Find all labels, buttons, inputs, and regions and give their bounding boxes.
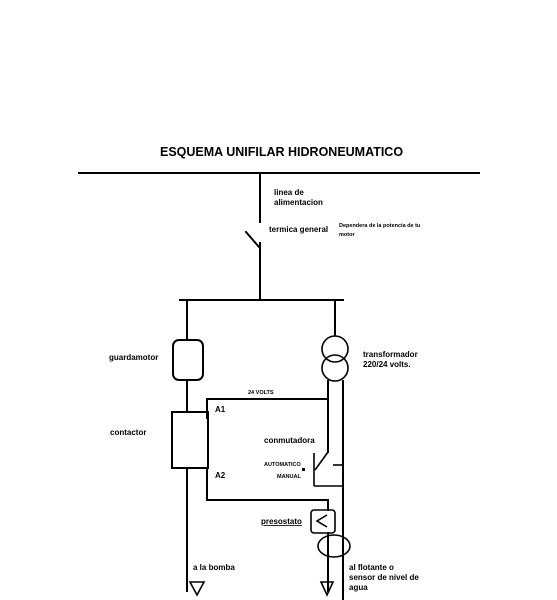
flotante-label-1: al flotante o — [349, 563, 394, 572]
transformer-secondary-coil — [321, 354, 349, 382]
flotante-label-2: sensor de nivel de — [349, 573, 419, 582]
selector-blade — [314, 451, 329, 471]
contactor-box — [171, 411, 209, 469]
guardamotor-box — [172, 339, 204, 381]
depende-label-1: Dependera de la potencia de tu — [339, 223, 420, 229]
manual-label: MANUAL — [277, 474, 301, 480]
selector-dot — [302, 468, 305, 471]
flotante-label-3: agua — [349, 583, 368, 592]
conmutadora-label: conmutadora — [264, 436, 315, 445]
a2-label: A2 — [215, 471, 226, 480]
float-sensor-ellipse — [317, 534, 351, 558]
linea-label-1: linea de — [274, 188, 304, 197]
termica-label: termica general — [269, 225, 328, 234]
pump-arrow-icon — [188, 581, 206, 597]
linea-label-2: alimentacion — [274, 198, 323, 207]
automatico-label: AUTOMATICO — [264, 462, 301, 468]
transformer-primary-coil — [321, 335, 349, 363]
float-arrow-icon — [319, 581, 335, 597]
bomba-label: a la bomba — [193, 563, 235, 572]
transformador-label-1: transformador — [363, 350, 418, 359]
diagram-title: ESQUEMA UNIFILAR HIDRONEUMATICO — [160, 145, 403, 159]
presostato-label: presostato — [261, 517, 302, 526]
presostato-symbol-icon — [315, 514, 328, 528]
breaker-switch-blade — [244, 230, 261, 249]
transformador-label-2: 220/24 volts. — [363, 360, 411, 369]
a1-label: A1 — [215, 405, 226, 414]
presostato-box — [310, 509, 336, 534]
depende-label-2: motor — [339, 232, 355, 238]
guardamotor-label: guardamotor — [109, 353, 158, 362]
contactor-label: contactor — [110, 428, 146, 437]
volts-label: 24 VOLTS — [248, 390, 274, 396]
